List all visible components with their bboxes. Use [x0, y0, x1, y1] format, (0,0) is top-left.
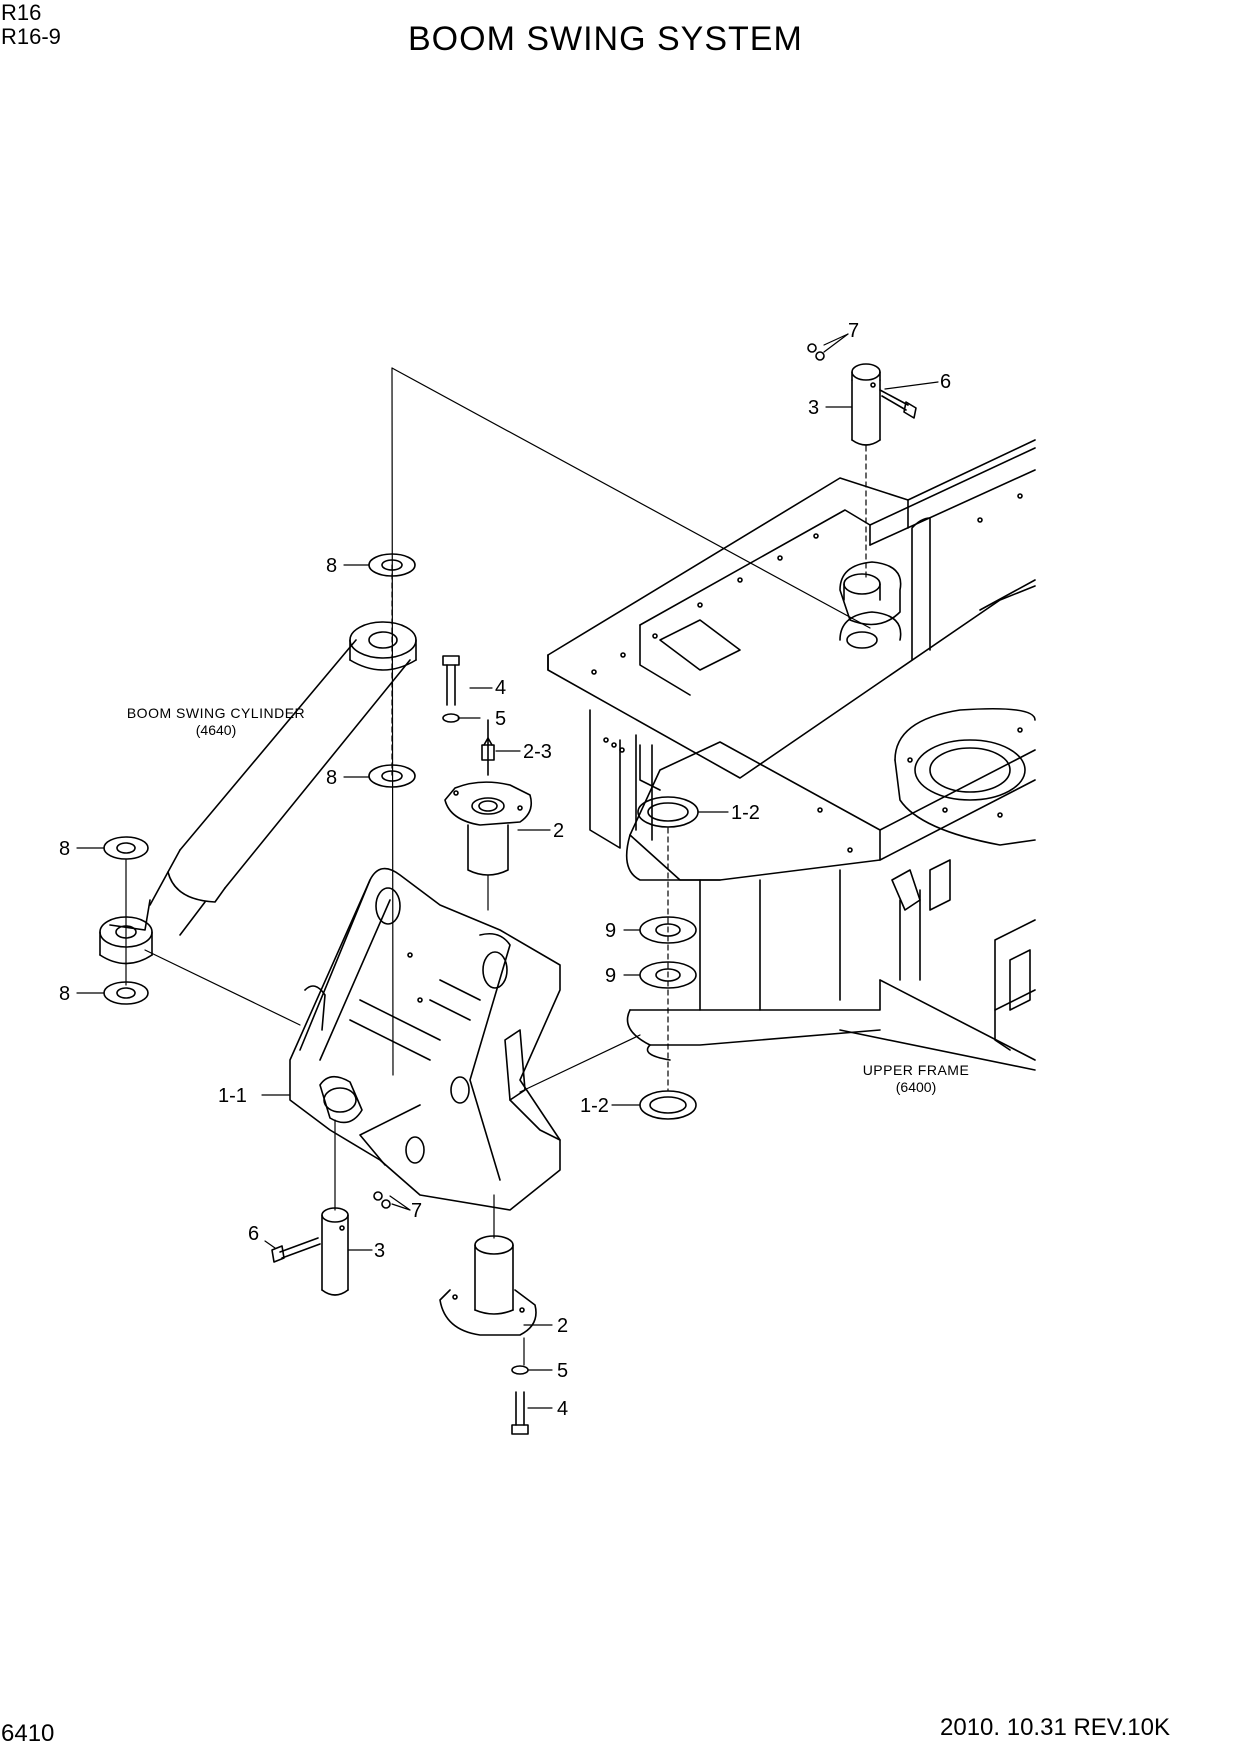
cylinder-to-bracket-line [144, 949, 301, 1026]
callout-9-upper: 9 [605, 920, 616, 942]
shim-1-2-bottom [639, 1090, 697, 1120]
grease-fitting-2-3 [481, 737, 495, 761]
bolt-4-top [442, 655, 460, 706]
cylinder-leader-line [391, 367, 871, 1076]
callout-2-bottom: 2 [557, 1315, 568, 1337]
upper-frame-reference-name: UPPER FRAME [863, 1062, 970, 1078]
washer-5-top [442, 713, 460, 723]
page-number: 6410 [1, 1720, 55, 1747]
upper-frame-reference-code: (6400) [896, 1079, 936, 1095]
callout-4-bottom: 4 [557, 1398, 568, 1420]
washer-8-middle [368, 764, 416, 788]
callout-6-top: 6 [940, 371, 951, 393]
callout-3-top: 3 [808, 397, 819, 419]
callout-1-2-bottom: 1-2 [580, 1095, 609, 1117]
callout-4-top: 4 [495, 677, 506, 699]
callout-1-2-top: 1-2 [731, 802, 760, 824]
callout-8-middle: 8 [326, 767, 337, 789]
bottom-lock-bolt [271, 1237, 321, 1263]
callout-labels: 7 6 3 8 4 5 2-3 8 2 1-2 8 9 9 8 1-1 1-2 … [59, 320, 951, 1420]
callout-8-upper: 8 [326, 555, 337, 577]
callout-8-rear-bottom: 8 [59, 983, 70, 1005]
revision-date: 2010. 10.31 REV.10K [940, 1714, 1170, 1741]
callout-5-top: 5 [495, 708, 506, 730]
callout-7-bottom: 7 [411, 1200, 422, 1222]
callout-1-1: 1-1 [218, 1085, 247, 1107]
shim-1-2-top [637, 796, 699, 828]
page-title: BOOM SWING SYSTEM [408, 20, 803, 58]
model-variant: R16-9 [1, 24, 61, 49]
swing-post-sleeve-bottom [439, 1235, 537, 1336]
top-swing-pin [851, 363, 881, 446]
bottom-sleeve-axis [493, 1194, 525, 1366]
swing-bracket [289, 867, 561, 1211]
reference-notes: BOOM SWING CYLINDER (4640) UPPER FRAME (… [127, 705, 969, 1095]
callout-2-3: 2-3 [523, 741, 552, 763]
callout-leaders [76, 333, 939, 1409]
washer-8-rear-top [103, 836, 149, 860]
cylinder-reference-name: BOOM SWING CYLINDER [127, 705, 305, 721]
bottom-grease-nipples [373, 1191, 391, 1209]
upper-frame [547, 439, 1036, 1071]
callout-5-bottom: 5 [557, 1360, 568, 1382]
callout-9-lower: 9 [605, 965, 616, 987]
model-code: R16 [1, 0, 42, 25]
cylinder-reference-code: (4640) [196, 722, 236, 738]
callout-7-top: 7 [848, 320, 859, 342]
bolt-4-bottom [511, 1391, 529, 1435]
callout-8-rear-top: 8 [59, 838, 70, 860]
swing-post-sleeve-top [444, 719, 533, 876]
callout-3-bottom: 3 [374, 1240, 385, 1262]
bottom-swing-pin [321, 1207, 349, 1296]
bracket-to-frame-line [519, 1034, 641, 1093]
boom-swing-cylinder [99, 621, 417, 965]
top-lock-bolt [879, 389, 917, 419]
top-grease-nipples [807, 343, 825, 361]
callout-2-top: 2 [553, 820, 564, 842]
callout-6-bottom: 6 [248, 1223, 259, 1245]
washer-5-bottom [511, 1365, 529, 1375]
